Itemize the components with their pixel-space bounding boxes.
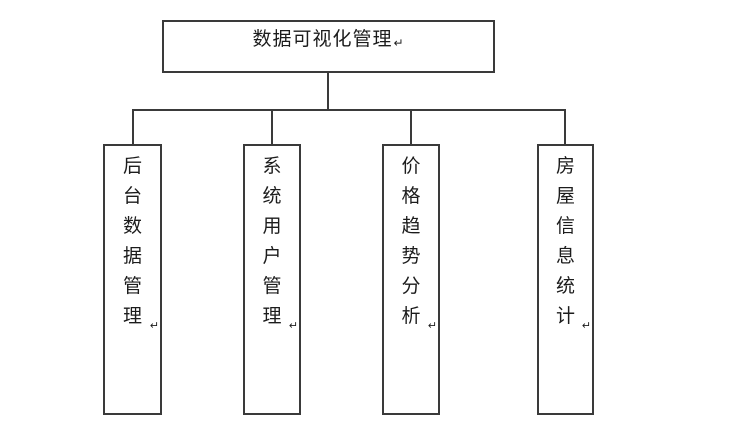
vertical-char: 管 — [122, 276, 142, 297]
node-backend-data-management: 后台数据管理↵ — [103, 144, 162, 415]
vertical-char: 台 — [122, 186, 142, 207]
connector-horizontal-rail — [132, 109, 566, 111]
vertical-char: 统 — [262, 186, 282, 207]
vertical-char: 价 — [401, 156, 421, 177]
connector-stub-price-trend — [410, 109, 412, 144]
vertical-char: 信 — [555, 216, 575, 237]
paragraph-return-mark: ↵ — [149, 319, 159, 332]
vertical-char: 理↵ — [122, 306, 159, 332]
connector-root-stub — [327, 73, 329, 109]
connector-stub-backend-data — [132, 109, 134, 144]
vertical-char: 管 — [262, 276, 282, 297]
vertical-char: 息 — [555, 246, 575, 267]
node-root-label: 数据可视化管理 — [252, 29, 393, 50]
node-housing-info-statistics: 房屋信息统计↵ — [537, 144, 594, 415]
vertical-char: 数 — [122, 216, 142, 237]
vertical-char: 势 — [401, 246, 421, 267]
vertical-char: 户 — [262, 246, 282, 267]
vertical-char: 后 — [122, 156, 142, 177]
paragraph-return-mark: ↵ — [427, 319, 437, 332]
paragraph-return-mark: ↵ — [288, 319, 298, 332]
connector-stub-system-user — [271, 109, 273, 144]
vertical-char: 析↵ — [401, 306, 437, 332]
vertical-char: 据 — [122, 246, 142, 267]
paragraph-return-mark: ↵ — [581, 319, 591, 332]
vertical-char: 分 — [401, 276, 421, 297]
paragraph-return-mark: ↵ — [393, 36, 405, 50]
vertical-char: 系 — [262, 156, 282, 177]
vertical-char: 理↵ — [262, 306, 298, 332]
vertical-char: 用 — [262, 216, 282, 237]
node-system-user-management: 系统用户管理↵ — [243, 144, 301, 415]
vertical-char: 统 — [555, 276, 575, 297]
vertical-char: 趋 — [401, 216, 421, 237]
node-price-trend-analysis: 价格趋势分析↵ — [382, 144, 440, 415]
vertical-char: 格 — [401, 186, 421, 207]
vertical-char: 计↵ — [555, 306, 591, 332]
connector-stub-housing-info — [564, 109, 566, 144]
vertical-char: 屋 — [555, 186, 575, 207]
node-root: 数据可视化管理↵ — [162, 20, 495, 73]
vertical-char: 房 — [555, 156, 575, 177]
